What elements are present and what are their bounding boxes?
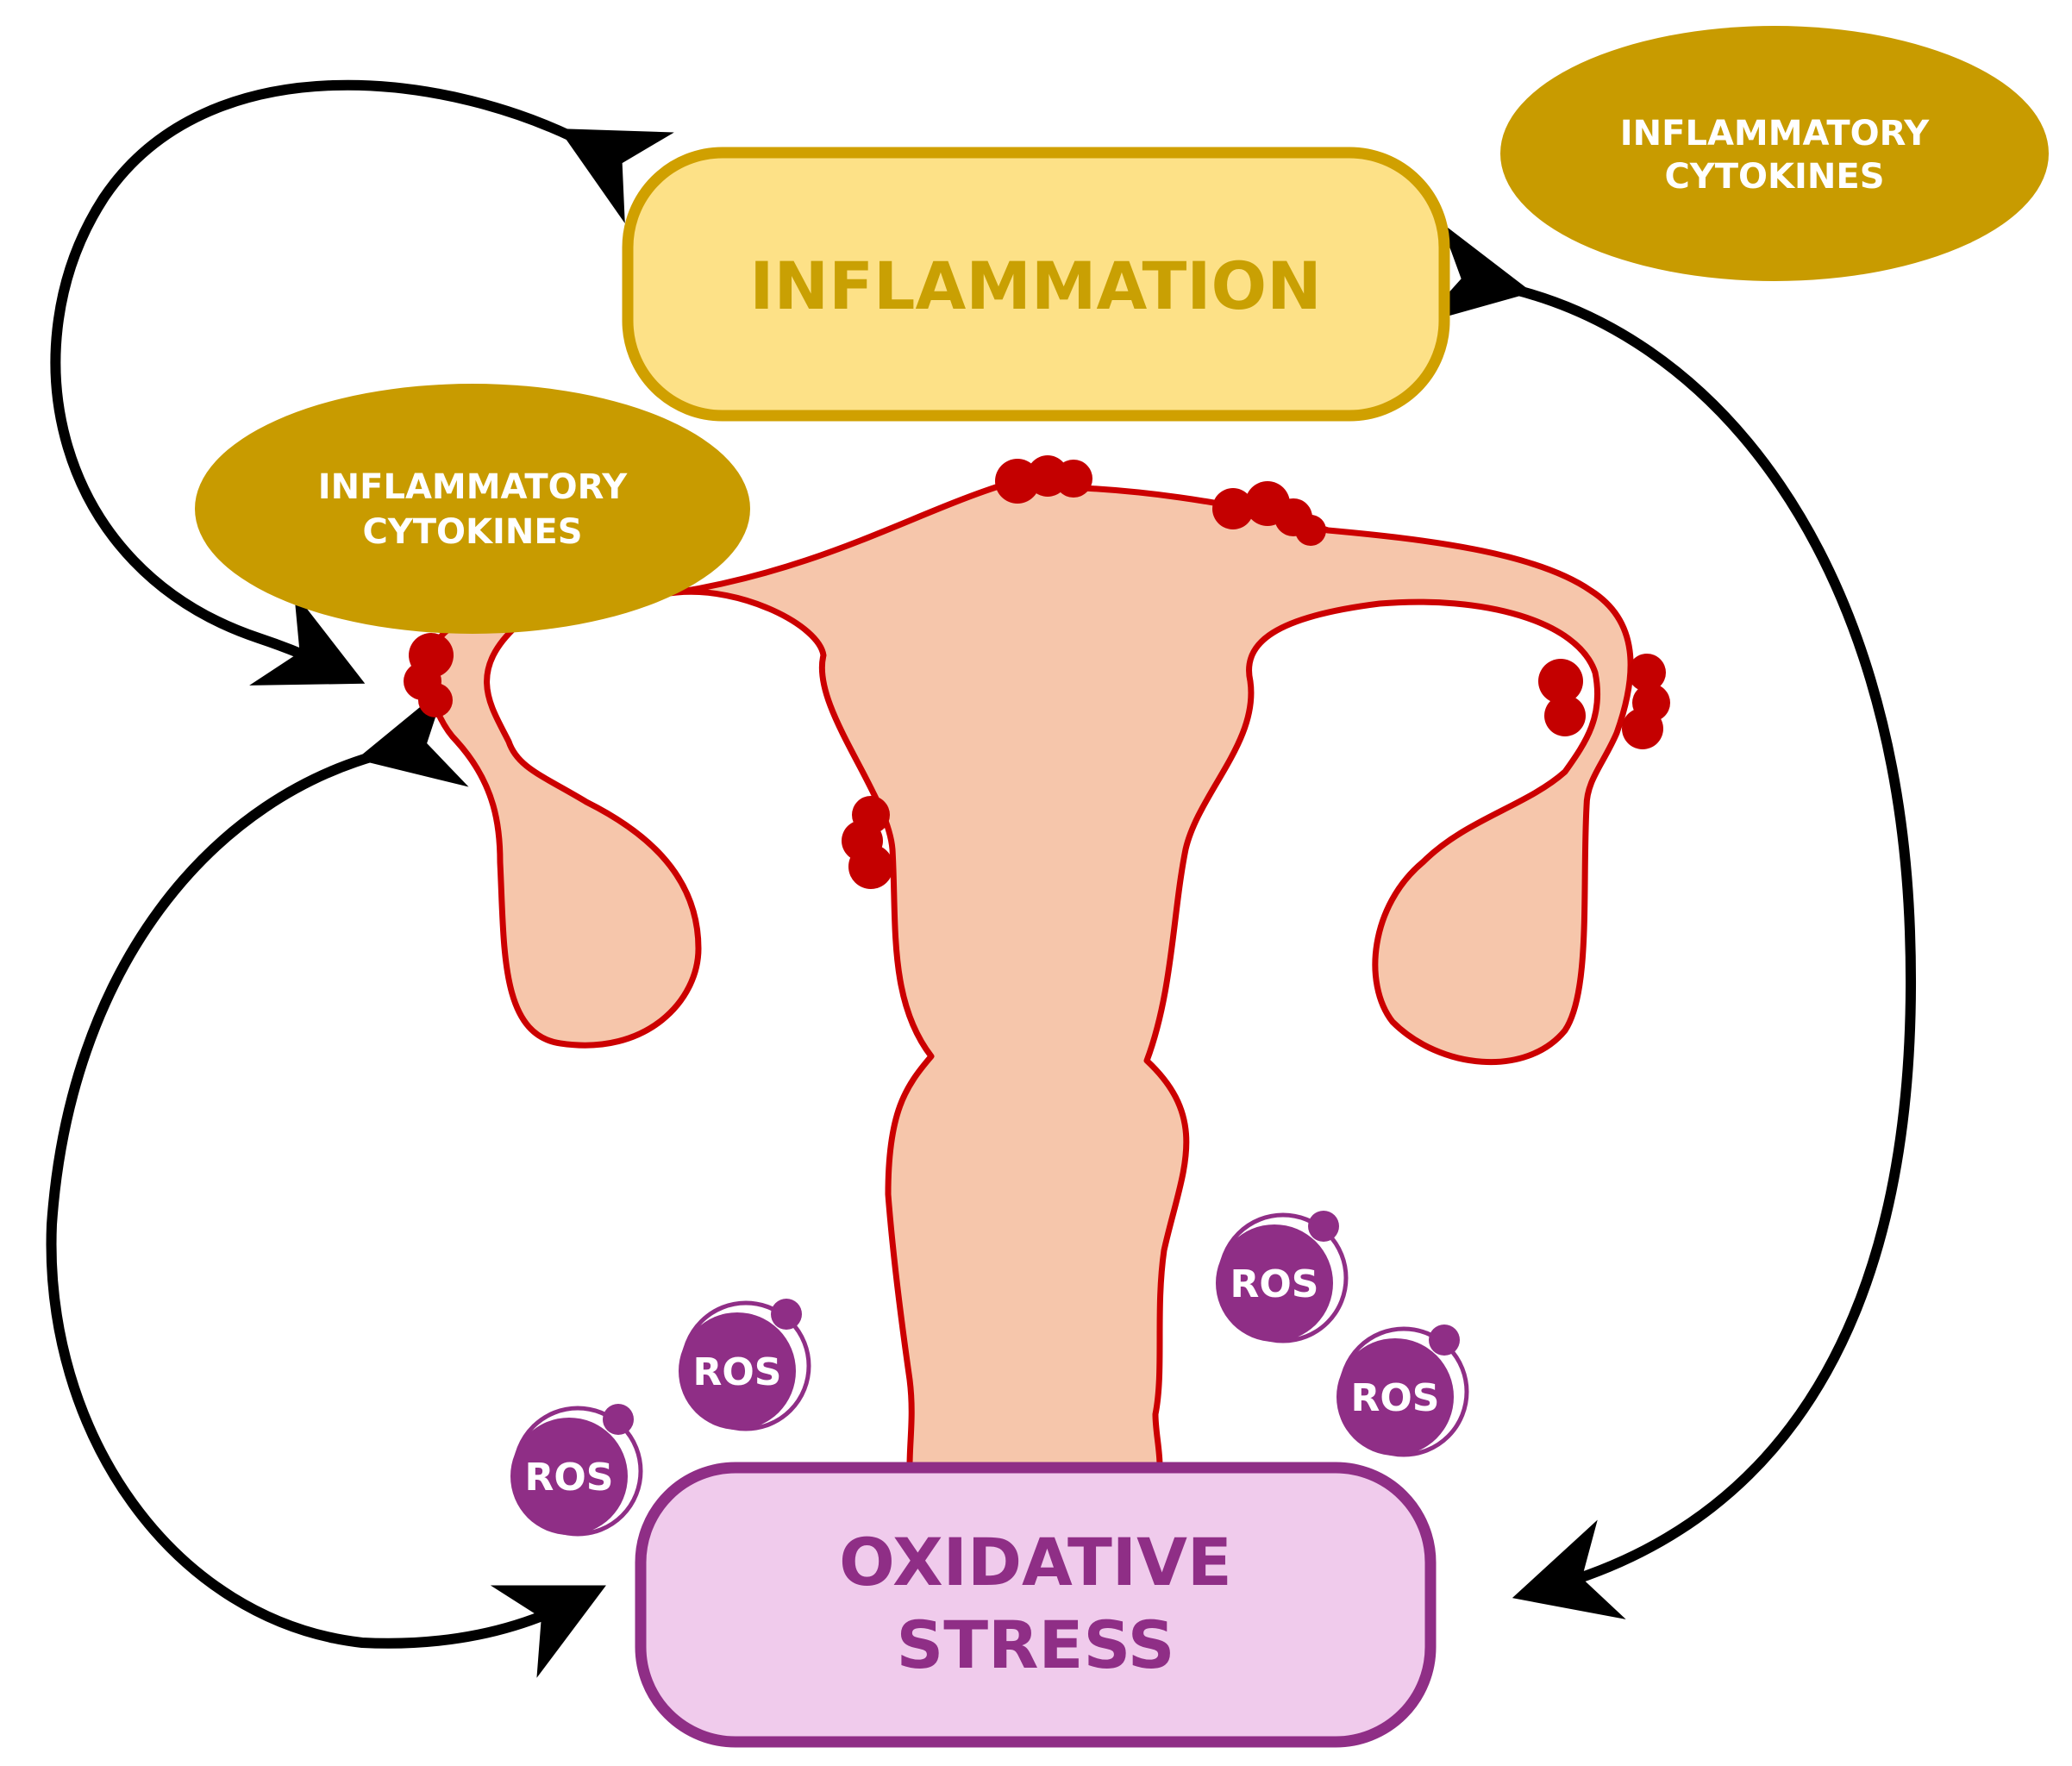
arrow-right-loop bbox=[1420, 222, 1916, 1619]
uterus-illustration bbox=[404, 455, 1670, 1469]
cytokines-left-line2: CYTOKINES bbox=[362, 512, 582, 552]
ros-molecule: ROS bbox=[1216, 1211, 1349, 1343]
arrow-left-top-loop bbox=[50, 79, 674, 686]
ros-label: ROS bbox=[693, 1350, 782, 1394]
inflammation-box: INFLAMMATION bbox=[622, 147, 1450, 422]
ros-molecules: ROS ROS ROS ROS bbox=[510, 1211, 1469, 1537]
arrow-left-bottom-loop bbox=[46, 686, 606, 1678]
cycle-arrows bbox=[46, 79, 1916, 1678]
oxidative-stress-line2: STRESS bbox=[896, 1606, 1174, 1683]
ros-molecule: ROS bbox=[1336, 1324, 1469, 1457]
uterus-left-tube bbox=[426, 589, 702, 1049]
cytokines-right-line2: CYTOKINES bbox=[1664, 157, 1884, 197]
ros-molecule: ROS bbox=[679, 1299, 811, 1431]
oxidative-stress-line1: OXIDATIVE bbox=[839, 1524, 1232, 1600]
ros-label: ROS bbox=[1351, 1376, 1440, 1420]
cytokines-left: INFLAMMATORY CYTOKINES bbox=[195, 384, 750, 634]
uterus-body bbox=[673, 483, 1634, 1469]
cytokines-left-line1: INFLAMMATORY bbox=[318, 467, 628, 507]
oxidative-stress-box: OXIDATIVE STRESS bbox=[635, 1462, 1437, 1748]
inflammation-label: INFLAMMATION bbox=[749, 247, 1322, 324]
cytokines-right-line1: INFLAMMATORY bbox=[1620, 114, 1930, 153]
ros-label: ROS bbox=[525, 1456, 614, 1500]
ros-molecule: ROS bbox=[510, 1404, 643, 1537]
cytokines-right: INFLAMMATORY CYTOKINES bbox=[1500, 26, 2049, 281]
endometrial-lesions bbox=[404, 455, 1670, 889]
ros-label: ROS bbox=[1230, 1262, 1319, 1306]
